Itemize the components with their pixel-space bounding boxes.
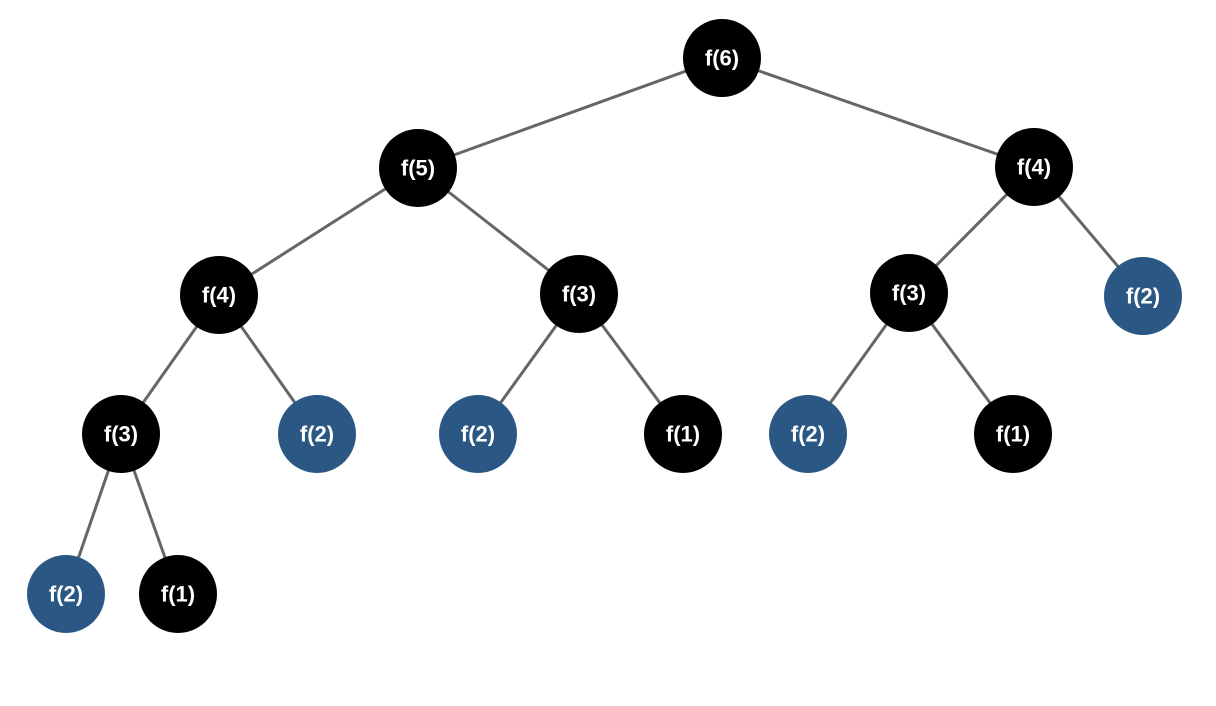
node-circle xyxy=(540,255,618,333)
tree-edge-0-1 xyxy=(417,56,723,170)
node-circle xyxy=(870,254,948,332)
node-circle xyxy=(139,555,217,633)
node-circle xyxy=(683,19,761,97)
tree-node-12: f(1) xyxy=(974,395,1052,473)
node-circle xyxy=(82,395,160,473)
tree-edge-1-3 xyxy=(218,166,419,297)
tree-node-9: f(2) xyxy=(439,395,517,473)
tree-node-14: f(1) xyxy=(139,555,217,633)
tree-node-6: f(2) xyxy=(1104,257,1182,335)
tree-edge-0-2 xyxy=(721,56,1035,169)
tree-node-1: f(5) xyxy=(379,129,457,207)
tree-node-3: f(4) xyxy=(180,256,258,334)
node-circle xyxy=(180,256,258,334)
tree-node-8: f(2) xyxy=(278,395,356,473)
tree-node-0: f(6) xyxy=(683,19,761,97)
node-circle-highlighted xyxy=(27,555,105,633)
tree-node-13: f(2) xyxy=(27,555,105,633)
node-circle xyxy=(644,395,722,473)
node-circle-highlighted xyxy=(278,395,356,473)
node-circle-highlighted xyxy=(769,395,847,473)
tree-node-11: f(2) xyxy=(769,395,847,473)
node-circle xyxy=(995,128,1073,206)
node-circle-highlighted xyxy=(439,395,517,473)
tree-node-10: f(1) xyxy=(644,395,722,473)
node-circle xyxy=(379,129,457,207)
tree-node-4: f(3) xyxy=(540,255,618,333)
tree-node-2: f(4) xyxy=(995,128,1073,206)
tree-node-5: f(3) xyxy=(870,254,948,332)
node-circle xyxy=(974,395,1052,473)
tree-node-7: f(3) xyxy=(82,395,160,473)
node-circle-highlighted xyxy=(1104,257,1182,335)
